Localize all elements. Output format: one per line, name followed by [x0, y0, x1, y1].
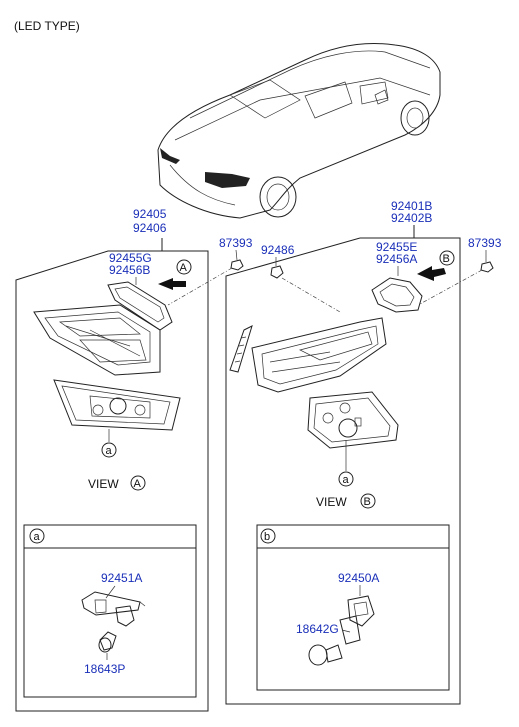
left-assembly-frame — [15, 238, 209, 712]
left-arrow-letter: A — [180, 262, 188, 274]
right-assembly-frame — [225, 225, 461, 705]
right-view-label: VIEW — [316, 495, 347, 509]
right-gasket-number-1: 92455E — [376, 240, 417, 254]
right-socket-part — [339, 595, 375, 645]
right-trim-strip — [229, 325, 253, 373]
right-bulb-number: 18642G — [296, 622, 339, 636]
left-socket-part — [81, 591, 146, 627]
right-gasket-part — [371, 277, 423, 313]
right-callout-circle — [338, 471, 354, 487]
left-lamp-rear-view — [53, 379, 181, 431]
left-assy-number-1: 92405 — [133, 207, 167, 221]
left-gasket-number-2: 92456B — [109, 263, 150, 277]
clip-part — [270, 265, 284, 279]
right-socket-number: 92450A — [338, 571, 379, 585]
right-arrow-letter: B — [443, 253, 450, 265]
right-arrow-marker — [439, 250, 455, 266]
left-detail-tag-circle — [29, 528, 45, 544]
clip-number: 92486 — [261, 243, 295, 257]
right-detail-tag-circle — [260, 528, 276, 544]
left-gasket-number-1: 92455G — [109, 251, 152, 265]
left-socket-number: 92451A — [101, 571, 142, 585]
left-nut-number: 87393 — [219, 236, 253, 250]
right-nut-number: 87393 — [468, 236, 502, 250]
right-detail-tag: b — [264, 531, 270, 543]
right-lamp-assembly — [251, 317, 387, 393]
left-callout-letter: a — [106, 445, 113, 457]
left-arrow-marker — [176, 259, 192, 275]
right-gasket-number-2: 92456A — [376, 252, 417, 266]
left-callout-circle — [101, 442, 117, 458]
right-assy-number-2: 92402B — [391, 211, 432, 225]
right-view-letter: B — [364, 496, 371, 508]
left-direction-arrow-icon — [158, 278, 186, 290]
right-detail-box — [256, 524, 450, 691]
right-lamp-rear-view — [307, 391, 399, 449]
left-view-label: VIEW — [88, 477, 119, 491]
left-gasket-part — [107, 281, 173, 331]
diagram-title: (LED TYPE) — [14, 19, 80, 33]
car-illustration — [157, 42, 441, 219]
left-nut-part — [230, 259, 244, 271]
right-direction-arrow-icon — [417, 266, 446, 281]
left-lamp-assembly — [33, 304, 161, 376]
left-bulb-number: 18643P — [84, 662, 125, 676]
left-view-letter: A — [134, 478, 142, 490]
left-bulb-part — [98, 631, 117, 653]
right-view-marker — [360, 493, 376, 509]
left-assy-number-2: 92406 — [133, 221, 167, 235]
left-view-marker — [130, 475, 146, 491]
right-nut-part — [480, 261, 494, 273]
left-detail-box — [23, 524, 197, 698]
right-assy-number-1: 92401B — [391, 199, 432, 213]
right-bulb-part — [308, 644, 343, 666]
left-detail-tag: a — [34, 531, 41, 543]
right-callout-letter: a — [343, 474, 350, 486]
